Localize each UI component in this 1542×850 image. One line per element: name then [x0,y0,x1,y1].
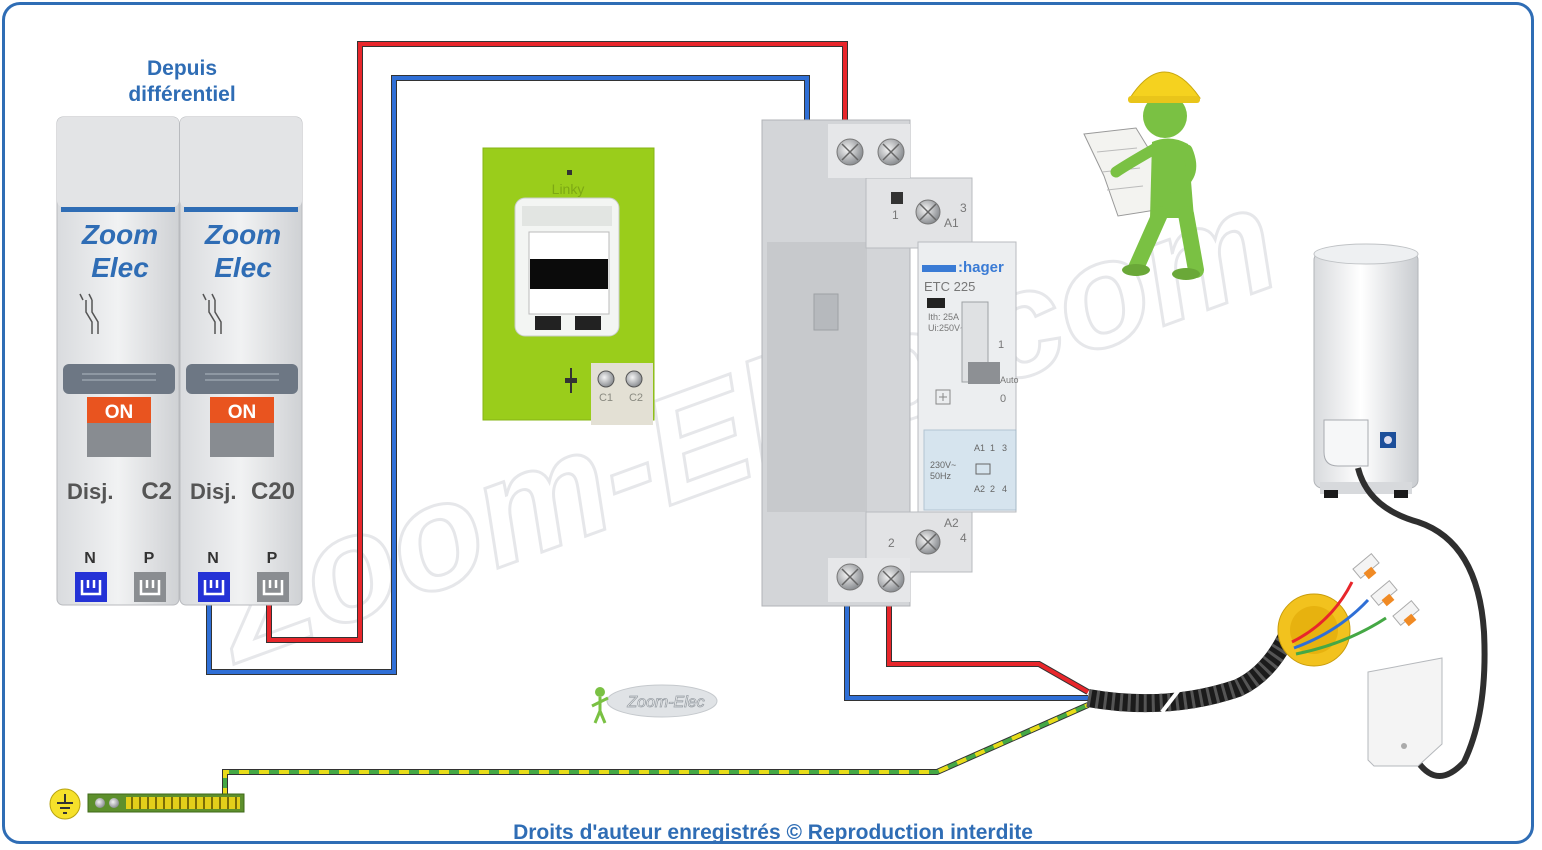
contactor-hager: 1 A1 3 :hager ETC 225 Ith: 25A Ui:250V~ … [761,119,1019,607]
contactor-coil-4: 4 [1002,484,1007,494]
contactor-sw0: 0 [1000,393,1006,405]
contactor-coil-hz: 50Hz [930,471,952,481]
contactor-coil-window [923,429,1017,511]
contactor-swauto: Auto [1000,375,1019,385]
contactor-coil-3: 3 [1002,443,1007,453]
breaker-c2: Zoom Elec ON Disj. C2 N P [56,116,180,606]
contactor-coil-a2: A2 [974,484,985,494]
breaker-c2-label: Disj. [67,479,113,504]
contactor-ith: Ith: 25A [928,312,959,322]
breaker-c20-rating: C20 [251,478,295,505]
contactor-sw1: 1 [998,339,1004,351]
breaker-c2-p: P [144,550,155,567]
logo-text: Zoom-Elec [626,694,704,711]
breaker-c20: Zoom Elec ON Disj. C20 N P [179,116,303,606]
breaker-c2-n: N [84,550,96,567]
contactor-ta2: A2 [944,516,959,530]
water-heater [1313,243,1488,779]
contactor-t3: 3 [960,201,967,215]
meter-c1: C1 [599,392,613,404]
linky-meter: Linky C1 C2 [482,147,655,425]
contactor-coil-2: 2 [990,484,995,494]
worker-figure [1083,71,1204,280]
junction-box [1086,552,1443,767]
contactor-ui: Ui:250V~ [928,323,965,333]
breaker-c20-p-terminal [257,572,289,602]
meter-button-right[interactable] [575,316,601,330]
breaker-symbol-icon [79,293,99,334]
heater-cable [1355,467,1488,779]
breaker-symbol-icon [202,293,222,334]
breaker-c2-n-terminal [75,572,107,602]
meter-brand: Linky [552,181,585,197]
breaker-c20-state: ON [228,402,257,423]
contactor-coil-1: 1 [990,443,995,453]
wiring [206,41,1090,798]
contactor-t2: 2 [888,536,895,550]
breaker-c2-brand1: Zoom [81,219,158,250]
contactor-model: ETC 225 [924,279,975,294]
watermark: Zoom-Elec.com [187,153,1298,694]
contactor-coil-a1: A1 [974,443,985,453]
meter-display [530,259,608,289]
contactor-t1: 1 [892,208,899,222]
header-line1: Depuis [147,57,217,80]
breaker-c20-brand1: Zoom [204,219,281,250]
contactor-ta1: A1 [944,216,959,230]
footer-copyright: Droits d'auteur enregistrés © Reproducti… [513,821,1033,844]
earth-terminal-bar [49,788,245,820]
zoom-elec-logo: Zoom-Elec [591,684,718,724]
meter-c2: C2 [629,392,643,404]
meter-button-left[interactable] [535,316,561,330]
breaker-c20-brand2: Elec [214,252,272,283]
contactor-switch[interactable] [968,362,1000,384]
breaker-c2-brand2: Elec [91,252,149,283]
breaker-c20-p: P [267,550,278,567]
breaker-c2-p-terminal [134,572,166,602]
breaker-c2-rating: C2 [141,478,172,505]
contactor-coil-v: 230V~ [930,460,956,470]
earth-wire [222,702,1090,798]
breaker-c20-label: Disj. [190,479,236,504]
cable-outlet-plate [1367,657,1443,767]
phase-wire-out [886,600,1090,695]
header-line2: différentiel [128,83,235,106]
neutral-wire-out [844,600,1088,701]
breaker-c2-state: ON [105,402,134,423]
breaker-c20-n: N [207,550,219,567]
contactor-t4: 4 [960,531,967,545]
contactor-brand: :hager [958,259,1004,276]
breaker-c20-n-terminal [198,572,230,602]
